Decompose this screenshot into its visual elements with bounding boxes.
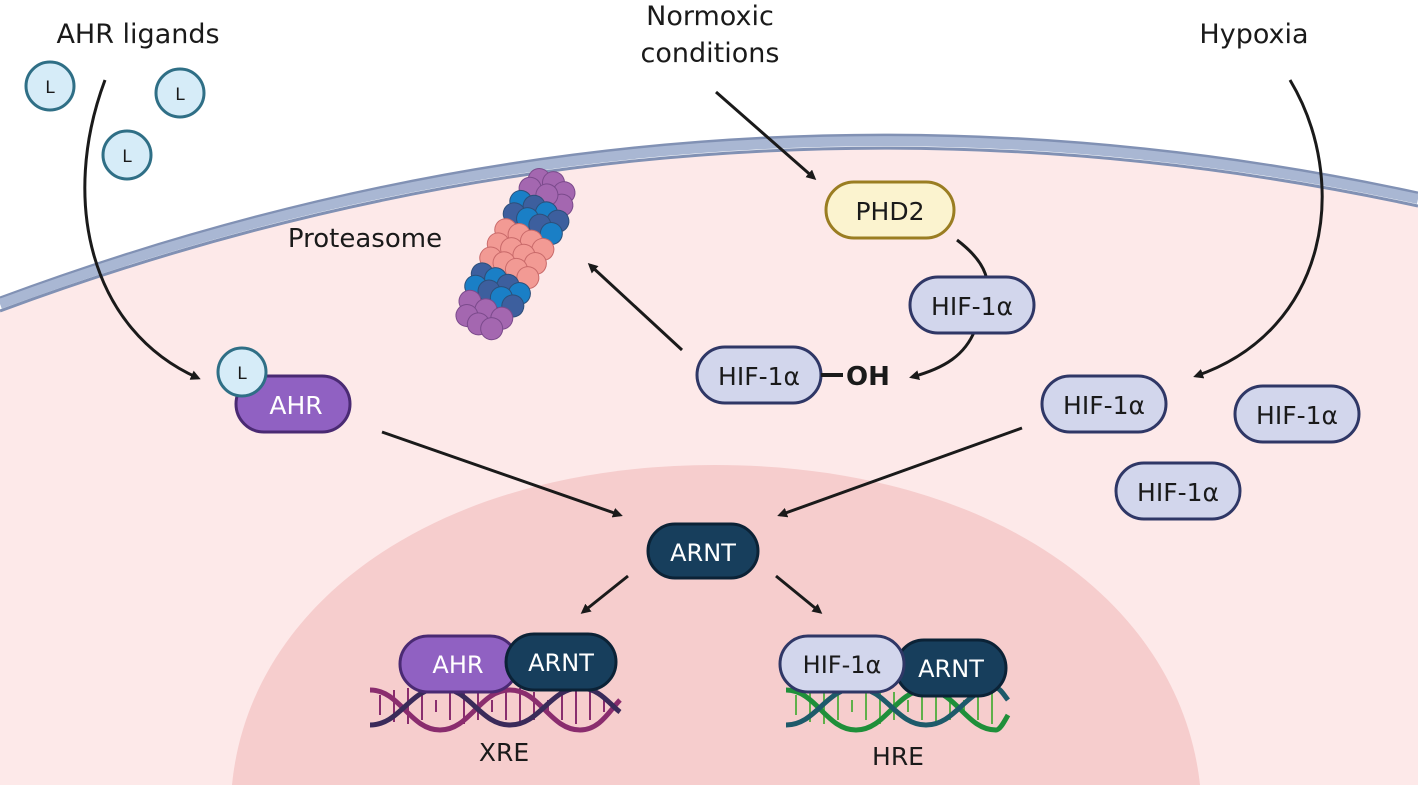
hif1a-label: HIF-1α xyxy=(1137,478,1219,507)
ligand-icon: L xyxy=(24,60,76,112)
ligand-letter: L xyxy=(45,78,55,98)
ligand-icon: L xyxy=(216,346,268,398)
ahr-label: AHR xyxy=(432,651,483,679)
ahr-label: AHR xyxy=(269,391,322,420)
hif1a-label: HIF-1α xyxy=(931,292,1013,321)
arrow-hypoxia-to-hif xyxy=(1193,79,1324,379)
arnt-label: ARNT xyxy=(918,655,984,683)
phd2-label: PHD2 xyxy=(855,197,924,226)
phd2-protein: PHD2 xyxy=(824,180,956,240)
arrow-arnt-to-hre xyxy=(775,574,823,614)
hif-arnt-complex: ARNT HIF-1α xyxy=(778,634,1008,698)
hif1a-protein: HIF-1α xyxy=(908,275,1036,335)
arrows xyxy=(83,79,1324,614)
hydroxyl-label: OH xyxy=(846,362,890,392)
hif1a-hydroxylated: HIF-1α OH xyxy=(695,345,890,405)
hypoxia-label: Hypoxia xyxy=(1199,19,1308,50)
ahr-protein-bound: AHR L xyxy=(216,346,352,434)
ligand-letter: L xyxy=(122,147,132,167)
hif1a-label: HIF-1α xyxy=(803,651,882,679)
hif1a-label: HIF-1α xyxy=(718,362,800,391)
arrow-ahr-to-arnt xyxy=(381,430,623,518)
arnt-label: ARNT xyxy=(528,649,594,677)
normoxic-label-line2: conditions xyxy=(641,38,780,69)
proteasome-icon xyxy=(455,168,576,341)
arrow-arnt-to-xre xyxy=(580,574,629,614)
cell-membrane-inner xyxy=(0,146,1418,313)
hif1a-protein: HIF-1α xyxy=(1233,384,1361,444)
cell-membrane xyxy=(0,136,1418,309)
ligand-icon: L xyxy=(101,129,153,181)
ligand-icon: L xyxy=(154,67,206,119)
proteasome-label: Proteasome xyxy=(288,224,442,254)
arnt-label: ARNT xyxy=(670,539,736,567)
hif1a-label: HIF-1α xyxy=(1256,401,1338,430)
arrow-hif-to-oh xyxy=(909,329,977,380)
hif1a-protein: HIF-1α xyxy=(1114,461,1242,521)
arnt-protein: ARNT xyxy=(646,522,760,580)
hif1a-protein: HIF-1α xyxy=(1040,374,1168,434)
arrow-hif-to-proteasome xyxy=(587,262,684,352)
ahr-ligands-label: AHR ligands xyxy=(56,19,219,50)
cell-membrane-outer xyxy=(0,133,1418,300)
ligand-letter: L xyxy=(175,85,185,105)
normoxic-label-line1: Normoxic xyxy=(646,1,774,32)
ligand-letter: L xyxy=(237,364,247,384)
xre-label: XRE xyxy=(479,738,529,767)
arrow-ligands-to-ahr xyxy=(83,79,201,380)
hre-label: HRE xyxy=(872,742,924,771)
ahr-arnt-complex: AHR ARNT xyxy=(398,632,618,694)
arrow-hif-to-arnt xyxy=(777,426,1023,518)
hif1a-label: HIF-1α xyxy=(1063,391,1145,420)
arrow-normoxic-to-phd2 xyxy=(715,90,817,180)
